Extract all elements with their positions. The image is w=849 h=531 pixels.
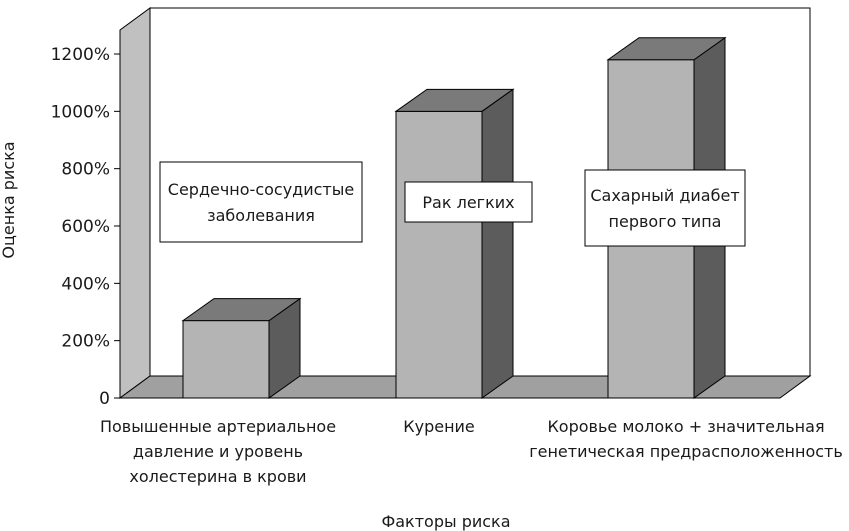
x-axis-categories: Повышенные артериальное давление и уровен… [100,417,843,486]
bar [181,297,302,399]
x-tick-label: Повышенные артериальное [100,417,336,436]
y-tick-label: 1000% [51,102,110,122]
bar [394,88,515,399]
annotation-text: Рак легких [422,193,514,212]
y-tick-label: 400% [61,274,110,294]
bar-top [394,88,515,112]
y-tick-label: 800% [61,160,110,180]
side-wall [119,7,151,399]
annotations: Сердечно-сосудистые заболевания Рак легких… [159,161,746,247]
annotation-text: заболевания [207,206,315,225]
x-tick-label: генетическая предрасположенность [529,442,843,461]
annotation-text: Сердечно-сосудистые [168,180,354,199]
bar-top [181,298,302,322]
bar-top [606,37,727,61]
x-axis-title: Факторы риска [381,512,510,531]
annotation-box: Сердечно-сосудистые заболевания [159,161,363,243]
annotation-box: Сахарный диабет первого типа [584,169,746,247]
x-tick-label: Курение [403,417,475,436]
annotation-frame [584,169,746,247]
annotation-frame [404,181,533,223]
y-tick-label: 1200% [51,45,110,65]
annotation-text: первого типа [609,212,722,231]
y-tick-label: 600% [61,217,110,237]
bar-side [481,88,514,399]
bar-front [182,320,270,399]
annotation-box: Рак легких [404,181,533,223]
x-tick-label: холестерина в крови [129,467,306,486]
annotation-frame [159,161,363,243]
x-tick-label: давление и уровень [133,442,303,461]
y-tick-label: 0 [99,389,110,409]
x-tick-label: Коровье молоко + значительная [547,417,824,436]
annotation-text: Сахарный диабет [590,186,739,205]
y-tick-label: 200% [61,332,110,352]
y-axis-title: Оценка риска [0,141,18,258]
y-axis: 0 200% 400% 600% 800% 1000% 1200% [51,45,121,409]
bar-front [395,110,483,399]
